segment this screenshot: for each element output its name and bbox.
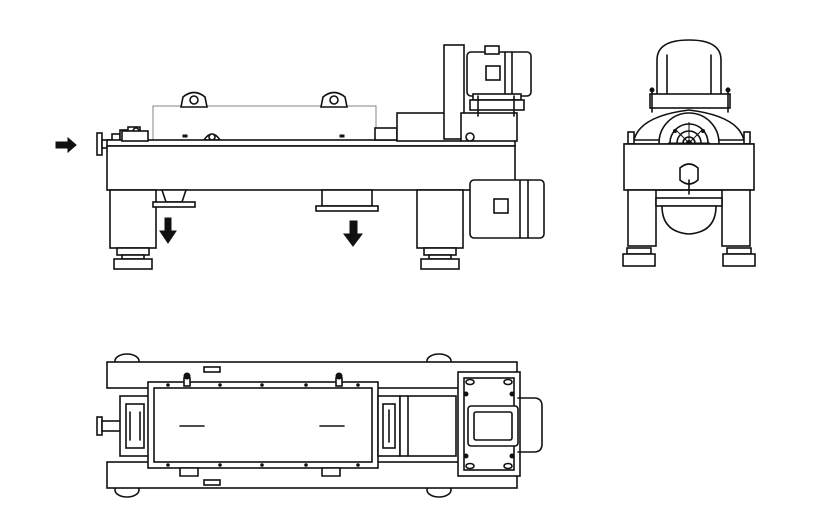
top-view [96, 353, 543, 498]
top-motor [466, 45, 532, 117]
liquid-discharge [315, 189, 379, 247]
end-feet [622, 247, 756, 267]
side-view [55, 44, 545, 270]
top-bowl-housing [147, 372, 379, 477]
end-view [622, 39, 756, 267]
end-chute [661, 163, 717, 235]
right-leg [416, 189, 464, 270]
lower-motor [469, 179, 545, 239]
top-left-bearing [119, 395, 151, 457]
top-right-bearing [377, 395, 401, 457]
feed-inlet-arrow [55, 136, 77, 154]
main-frame [106, 127, 516, 191]
top-feed [96, 416, 123, 436]
end-mount [649, 87, 731, 113]
bowl-cover [152, 91, 393, 141]
top-gearbox [399, 395, 457, 457]
left-leg [109, 189, 157, 270]
solids-discharge [152, 189, 196, 244]
end-motor [656, 39, 722, 99]
gearbox-housing [396, 44, 518, 142]
top-motor-plan [467, 397, 543, 453]
